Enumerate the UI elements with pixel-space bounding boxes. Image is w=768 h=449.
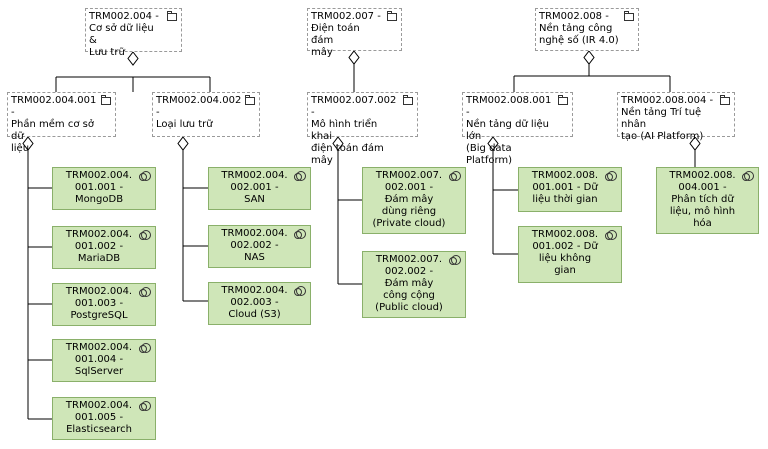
component-ai-analysis[interactable]: TRM002.008. 004.001 - Phân tích dữ liệu,… bbox=[656, 167, 759, 234]
component-san[interactable]: TRM002.004. 002.001 - SAN bbox=[208, 167, 311, 210]
component-icon bbox=[139, 343, 151, 353]
group-trm002-008-004[interactable]: TRM002.008.004 - Nền tảng Trí tuệ nhân t… bbox=[617, 92, 735, 142]
component-private-cloud[interactable]: TRM002.007. 002.001 - Đám mây dùng riêng… bbox=[362, 167, 466, 234]
component-cloud-s3[interactable]: TRM002.004. 002.003 - Cloud (S3) bbox=[208, 282, 311, 325]
component-postgresql[interactable]: TRM002.004. 001.003 - PostgreSQL bbox=[52, 283, 156, 326]
aggregation-diamond bbox=[127, 51, 139, 66]
component-icon bbox=[742, 171, 754, 181]
group-label: TRM002.004.002 - Loại lưu trữ bbox=[156, 95, 242, 130]
group-label: TRM002.008 - Nền tảng công nghệ số (IR 4… bbox=[539, 11, 619, 46]
component-label: TRM002.004. 001.002 - MariaDB bbox=[65, 229, 133, 264]
group-trm002-008[interactable]: TRM002.008 - Nền tảng công nghệ số (IR 4… bbox=[535, 8, 639, 51]
component-icon bbox=[449, 171, 461, 181]
component-icon bbox=[605, 171, 617, 181]
component-icon bbox=[139, 287, 151, 297]
aggregation-diamond bbox=[689, 136, 701, 151]
component-spatial-data[interactable]: TRM002.008. 001.002 - Dữ liệu không gian bbox=[518, 226, 622, 283]
component-sqlserver[interactable]: TRM002.004. 001.004 - SqlServer bbox=[52, 339, 156, 382]
folder-icon bbox=[101, 95, 111, 105]
aggregation-diamond bbox=[583, 50, 595, 65]
component-elasticsearch[interactable]: TRM002.004. 001.005 - Elasticsearch bbox=[52, 397, 156, 440]
component-label: TRM002.004. 001.005 - Elasticsearch bbox=[65, 400, 133, 435]
component-icon bbox=[294, 171, 306, 181]
component-label: TRM002.008. 001.002 - Dữ liệu không gian bbox=[531, 229, 599, 276]
component-label: TRM002.004. 002.003 - Cloud (S3) bbox=[221, 285, 288, 320]
group-trm002-008-001[interactable]: TRM002.008.001 - Nền tảng dữ liệu lớn (B… bbox=[462, 92, 573, 166]
component-label: TRM002.004. 001.001 - MongoDB bbox=[65, 170, 133, 205]
component-label: TRM002.004. 002.001 - SAN bbox=[221, 170, 288, 205]
component-icon bbox=[139, 230, 151, 240]
aggregation-diamond bbox=[22, 136, 34, 151]
group-trm002-007[interactable]: TRM002.007 - Điện toán đám mây bbox=[307, 8, 402, 58]
folder-icon bbox=[245, 95, 255, 105]
group-trm002-007-002[interactable]: TRM002.007.002 - Mô hình triển khai điện… bbox=[307, 92, 418, 166]
component-icon bbox=[139, 401, 151, 411]
group-trm002-004-002[interactable]: TRM002.004.002 - Loại lưu trữ bbox=[152, 92, 260, 137]
folder-icon bbox=[167, 11, 177, 21]
component-icon bbox=[605, 230, 617, 240]
group-label: TRM002.007.002 - Mô hình triển khai điện… bbox=[311, 95, 397, 166]
group-label: TRM002.004 - Cơ sở dữ liệu & Lưu trữ bbox=[89, 11, 159, 58]
folder-icon bbox=[387, 11, 397, 21]
group-label: TRM002.008.004 - Nền tảng Trí tuệ nhân t… bbox=[621, 95, 714, 142]
aggregation-diamond bbox=[348, 50, 360, 65]
component-label: TRM002.008. 001.001 - Dữ liệu thời gian bbox=[531, 170, 599, 205]
group-label: TRM002.004.001 - Phần mềm cơ sở dữ liệu bbox=[11, 95, 97, 154]
component-icon bbox=[294, 229, 306, 239]
aggregation-diamond bbox=[487, 136, 499, 151]
group-trm002-004-001[interactable]: TRM002.004.001 - Phần mềm cơ sở dữ liệu bbox=[7, 92, 116, 154]
folder-icon bbox=[403, 95, 413, 105]
component-icon bbox=[139, 171, 151, 181]
component-icon bbox=[449, 255, 461, 265]
component-public-cloud[interactable]: TRM002.007. 002.002 - Đám mây công cộng … bbox=[362, 251, 466, 318]
component-label: TRM002.004. 001.003 - PostgreSQL bbox=[65, 286, 133, 321]
folder-icon bbox=[558, 95, 568, 105]
folder-icon bbox=[624, 11, 634, 21]
component-nas[interactable]: TRM002.004. 002.002 - NAS bbox=[208, 225, 311, 268]
component-label: TRM002.007. 002.002 - Đám mây công cộng … bbox=[375, 254, 443, 313]
component-mariadb[interactable]: TRM002.004. 001.002 - MariaDB bbox=[52, 226, 156, 269]
component-icon bbox=[294, 286, 306, 296]
component-label: TRM002.008. 004.001 - Phân tích dữ liệu,… bbox=[669, 170, 736, 229]
component-time-data[interactable]: TRM002.008. 001.001 - Dữ liệu thời gian bbox=[518, 167, 622, 212]
group-label: TRM002.007 - Điện toán đám mây bbox=[311, 11, 381, 58]
group-trm002-004[interactable]: TRM002.004 - Cơ sở dữ liệu & Lưu trữ bbox=[85, 8, 182, 58]
component-label: TRM002.004. 002.002 - NAS bbox=[221, 228, 288, 263]
component-label: TRM002.007. 002.001 - Đám mây dùng riêng… bbox=[372, 170, 446, 229]
aggregation-diamond bbox=[177, 136, 189, 151]
folder-icon bbox=[720, 95, 730, 105]
component-mongodb[interactable]: TRM002.004. 001.001 - MongoDB bbox=[52, 167, 156, 210]
aggregation-diamond bbox=[332, 136, 344, 151]
component-label: TRM002.004. 001.004 - SqlServer bbox=[65, 342, 133, 377]
group-label: TRM002.008.001 - Nền tảng dữ liệu lớn (B… bbox=[466, 95, 552, 166]
